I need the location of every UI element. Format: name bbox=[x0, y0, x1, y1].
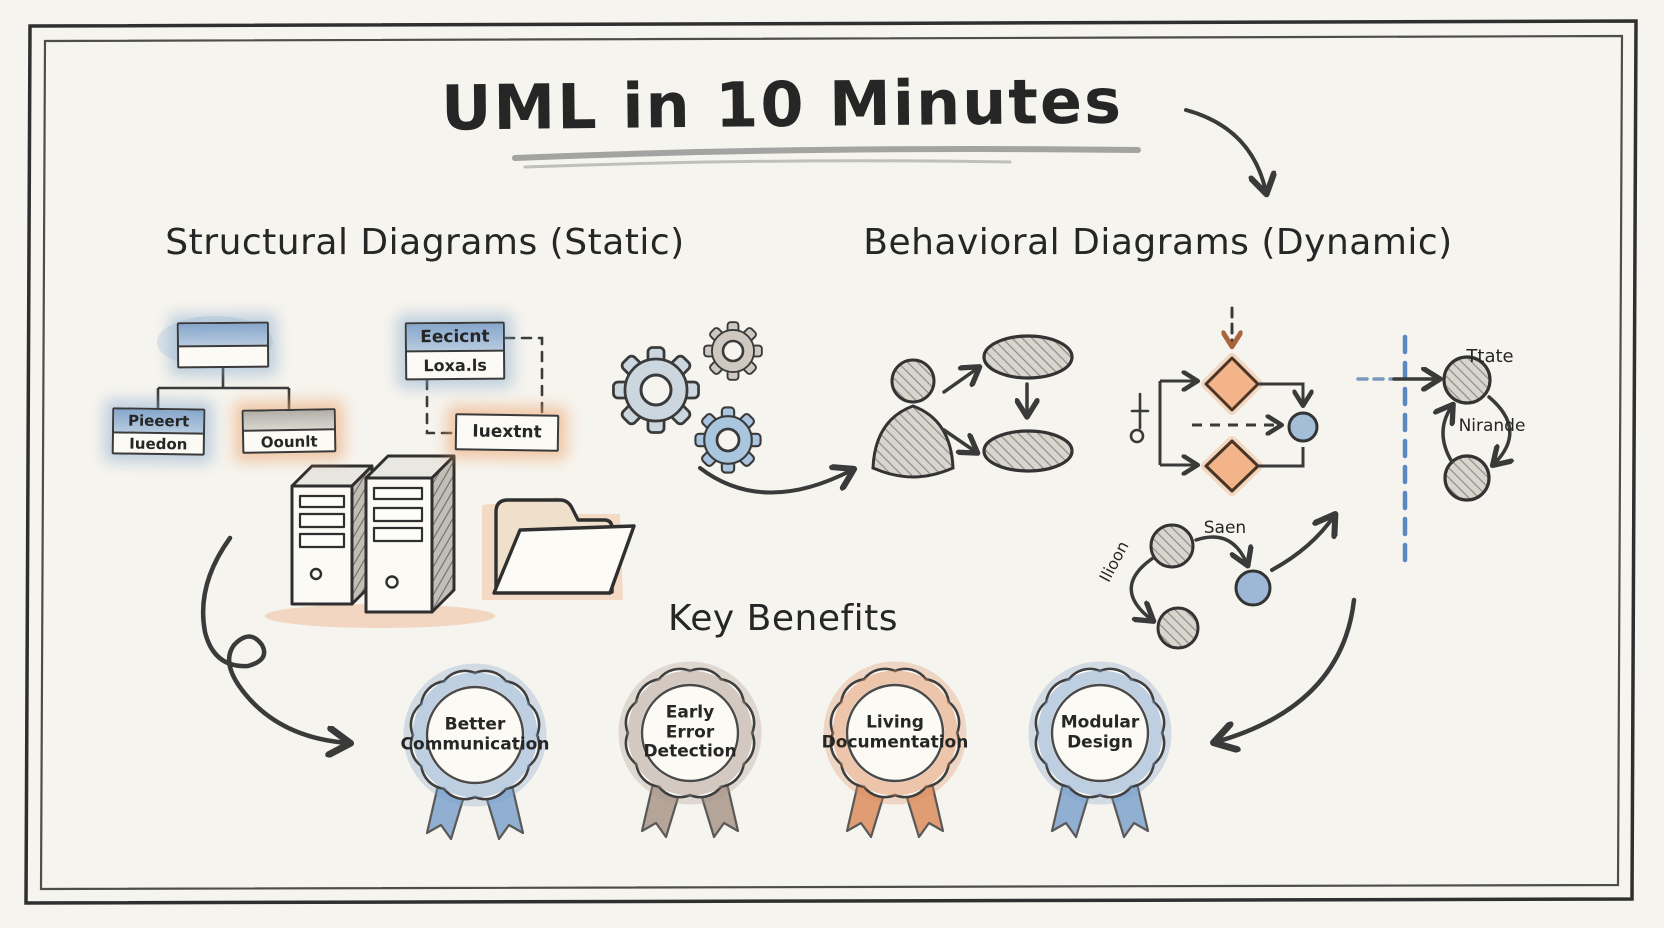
state-diagram bbox=[1356, 334, 1510, 568]
title-underline bbox=[512, 146, 1141, 169]
badge-early-error-detection bbox=[618, 661, 762, 839]
transition-label: Nirande bbox=[1458, 416, 1526, 436]
interaction-to-state-arrow bbox=[1270, 516, 1334, 572]
badge-modular-design bbox=[1028, 661, 1172, 839]
page-title: UML in 10 Minutes bbox=[440, 64, 1124, 145]
component-connectors bbox=[425, 336, 544, 435]
folder-icon bbox=[482, 497, 636, 600]
component-top-attribute: Loxa.ls bbox=[423, 355, 487, 375]
badge-living-documentation bbox=[823, 661, 967, 839]
component-top-box: Eecicnt Loxa.ls bbox=[404, 321, 506, 381]
class-child-left-box: Pieeert Iuedon bbox=[111, 407, 206, 456]
interaction-diagram bbox=[1129, 523, 1272, 650]
component-top-header: Eecicnt bbox=[406, 323, 504, 353]
behavioral-heading: Behavioral Diagrams (Dynamic) bbox=[863, 222, 1453, 263]
actor-icon bbox=[871, 404, 955, 479]
structural-to-benefits-arrow bbox=[200, 535, 348, 743]
server-icon bbox=[265, 454, 495, 628]
badge-better-communication bbox=[403, 663, 547, 841]
class-parent-box bbox=[176, 321, 270, 369]
class-child-right-box: Oounlt bbox=[241, 408, 337, 454]
component-bottom-label: Iuextnt bbox=[472, 421, 542, 443]
class-child-right-attribute: Oounlt bbox=[260, 432, 318, 451]
class-child-left-attribute: Iuedon bbox=[129, 434, 188, 454]
message-label: Saen bbox=[1203, 518, 1247, 538]
join-symbol-icon bbox=[1129, 392, 1150, 444]
class-child-right-header bbox=[243, 410, 334, 432]
state-label: Ttate bbox=[1466, 346, 1514, 367]
frame-border bbox=[24, 19, 1638, 905]
class-parent-header bbox=[178, 323, 268, 348]
structural-heading: Structural Diagrams (Static) bbox=[165, 222, 685, 263]
benefits-heading: Key Benefits bbox=[667, 598, 899, 639]
title-to-behavioral-arrow bbox=[1184, 108, 1266, 192]
class-child-left-header: Pieeert bbox=[113, 409, 204, 435]
use-case-diagram bbox=[871, 334, 1074, 479]
behavioral-to-benefits-arrow bbox=[1216, 597, 1357, 742]
structural-to-behavioral-arrow bbox=[698, 468, 852, 495]
component-bottom-box: Iuextnt bbox=[454, 413, 560, 452]
gears-icon bbox=[612, 321, 763, 474]
activity-diagram bbox=[1129, 306, 1319, 496]
